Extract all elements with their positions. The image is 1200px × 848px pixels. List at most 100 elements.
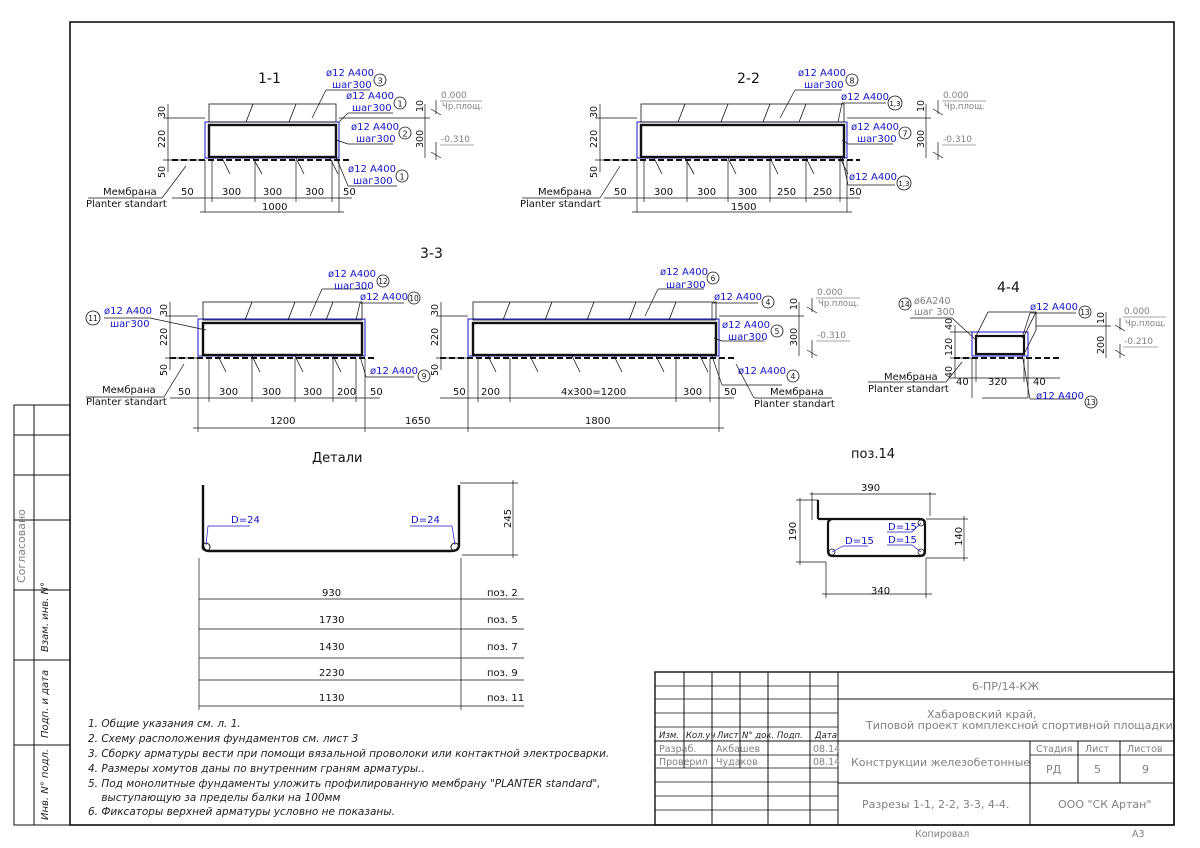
detail-rows-lines <box>198 558 524 710</box>
sheets-label: Листов <box>1127 744 1163 755</box>
formwork-outline <box>636 121 848 159</box>
rebar-leaders-b <box>644 288 782 386</box>
rebar-mark: 1,3 <box>898 180 909 188</box>
rebar-mark: 14 <box>900 300 910 309</box>
section-title: 2-2 <box>737 71 760 87</box>
rebar-mark: 4 <box>766 298 771 307</box>
dim-left-top: 30 <box>159 304 170 316</box>
pos14-bottom: 340 <box>871 586 890 597</box>
dim-total: 1800 <box>585 416 610 427</box>
note-line: 2. Схему расположения фундаментов см. ли… <box>88 733 358 745</box>
dim-bottom: 50 <box>370 387 383 398</box>
stamp-field-sign-date: Подп. и дата <box>40 670 51 738</box>
dim-bottom: 300 <box>219 387 238 398</box>
section-3-3: 3-3 30 220 50 12 ø12 A400 шаг300 10 <box>85 246 860 432</box>
dim-bottom: 50 <box>724 387 737 398</box>
rebar-label: ø12 A400 <box>660 267 708 278</box>
note-line: 5. Под монолитные фундаменты уложить про… <box>88 778 601 790</box>
dim-right-height: 200 <box>1096 336 1107 354</box>
section-title: 3-3 <box>420 246 443 262</box>
dim-total: 1200 <box>270 416 295 427</box>
rebar-mark: 12 <box>378 277 388 286</box>
level-bottom: -0.310 <box>943 135 972 145</box>
details-title: Детали <box>312 451 362 466</box>
dim-left-bottom: 50 <box>430 364 441 376</box>
rebar-mark: 6 <box>711 274 716 283</box>
level-top-label: Чр.площ. <box>442 102 483 112</box>
level-top: 0.000 <box>441 91 467 101</box>
dim-left-top: 30 <box>157 106 168 118</box>
right-dimension-lines <box>847 100 944 160</box>
rebar-mark: 11 <box>88 314 98 323</box>
beam-section <box>974 334 1026 356</box>
rebar-label: ø12 A400 <box>326 68 374 79</box>
details-block: Детали D=24 D=24 245 930 поз. 2 1730 поз… <box>198 451 524 710</box>
pos14-top: 390 <box>861 483 880 494</box>
dim-right-top: 10 <box>1096 312 1107 324</box>
height-dimension <box>460 480 518 558</box>
section-2-2: 2-2 30 220 50 10 300 0.000 Чр.площ. <box>520 68 986 213</box>
title-block <box>654 671 1175 826</box>
bottom-dimension-lines <box>172 160 352 213</box>
rebar-leaders <box>104 288 414 378</box>
date: 08.14 <box>813 744 840 755</box>
note-line: выступающую за пределы балки на 100мм <box>88 792 340 804</box>
rebar-spacing: шаг300 <box>666 280 706 291</box>
rebar-mark: 5 <box>775 327 780 336</box>
project-region: Хабаровский край, <box>927 708 1037 721</box>
rebar-label: ø12 A400 <box>360 292 408 303</box>
rebar-mark: 1 <box>399 173 404 182</box>
dim-right-top: 10 <box>415 100 426 112</box>
membrane-label: Мембрана <box>102 385 156 396</box>
right-dimension-lines <box>339 100 442 160</box>
beam-top-perspective <box>640 103 845 123</box>
rebar-label: ø12 A400 <box>1030 302 1078 313</box>
dim-bottom: 300 <box>738 187 757 198</box>
rebar-mark: 10 <box>409 294 419 303</box>
rebar-mark: 7 <box>902 130 907 139</box>
dim-bottom: 320 <box>988 377 1007 388</box>
rebar-label: ø12 A400 <box>722 320 770 331</box>
rebar-mark: 13 <box>1080 308 1090 317</box>
level-top: 0.000 <box>943 91 969 101</box>
beam-top-perspective <box>202 301 363 321</box>
level-bottom: -0.210 <box>1124 337 1153 347</box>
membrane-brand: Planter standart <box>86 397 167 408</box>
rebar-mark: 1,3 <box>889 100 900 108</box>
rebar-mark: 1 <box>397 100 402 109</box>
sheet-number: 5 <box>1094 763 1101 776</box>
project-name: Типовой проект комплексной спортивной пл… <box>865 719 1173 732</box>
rebar-spacing: шаг300 <box>110 319 150 330</box>
rebar-mark: 3 <box>377 77 382 86</box>
left-dimension-lines <box>950 325 972 378</box>
bend-radius: D=15 <box>888 522 917 533</box>
detail-position: поз. 7 <box>487 642 518 653</box>
stirrup-lines <box>217 301 342 373</box>
dim-bottom: 250 <box>777 187 796 198</box>
formwork-outline <box>467 318 720 357</box>
left-dimension-lines <box>595 104 637 172</box>
copied-label: Копировал <box>915 829 969 840</box>
role: Проверил <box>659 757 708 768</box>
pos14-dims <box>796 492 968 598</box>
level-top-label: Чр.площ. <box>944 102 985 112</box>
agreed-label: Согласовано <box>15 509 28 583</box>
dim-bottom: 250 <box>813 187 832 198</box>
stirrup-lines <box>487 301 709 373</box>
doc-code: 6-ПР/14-КЖ <box>972 680 1039 693</box>
section-1-1: 1-1 30 220 50 10 300 0.000 Чр.площ. <box>86 68 483 213</box>
right-dimension-lines <box>719 298 818 358</box>
left-dimension-lines <box>163 104 205 172</box>
rebar-label: ø6A240 <box>914 296 951 307</box>
detail-length: 1130 <box>319 693 344 704</box>
col-header: Подп. <box>777 731 803 741</box>
sheet-title: Разрезы 1-1, 2-2, 3-3, 4-4. <box>862 798 1009 811</box>
bend-radius-left: D=24 <box>231 515 260 526</box>
rebar-label: ø12 A400 <box>370 366 418 377</box>
section-title: 1-1 <box>258 71 281 87</box>
dim-bottom: 200 <box>337 387 356 398</box>
dim-bottom: 50 <box>453 387 466 398</box>
bend-radius: D=15 <box>888 535 917 546</box>
rebar-spacing: шаг300 <box>857 134 897 145</box>
